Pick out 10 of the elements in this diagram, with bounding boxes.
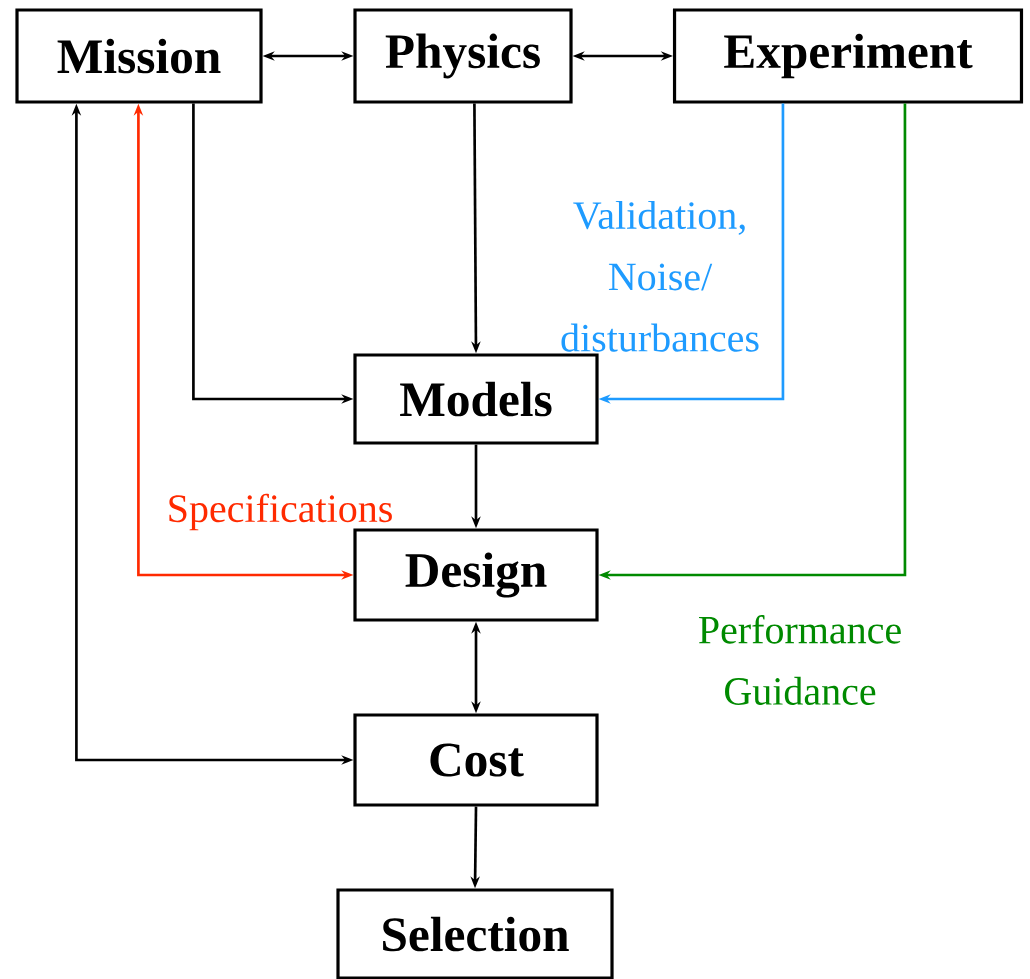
edge-label: Specifications <box>169 493 392 531</box>
process-box: Design <box>353 528 599 622</box>
process-box: Models <box>353 353 599 445</box>
process-box: Cost <box>353 713 599 807</box>
process-box: Mission <box>15 8 263 104</box>
process-box: Experiment <box>672 8 1024 104</box>
process-box: Selection <box>336 888 614 979</box>
edge-label: Performance Guidance <box>699 615 901 705</box>
process-box: Physics <box>353 8 573 104</box>
edge-label: Validation, Noise/ disturbances <box>561 200 759 352</box>
